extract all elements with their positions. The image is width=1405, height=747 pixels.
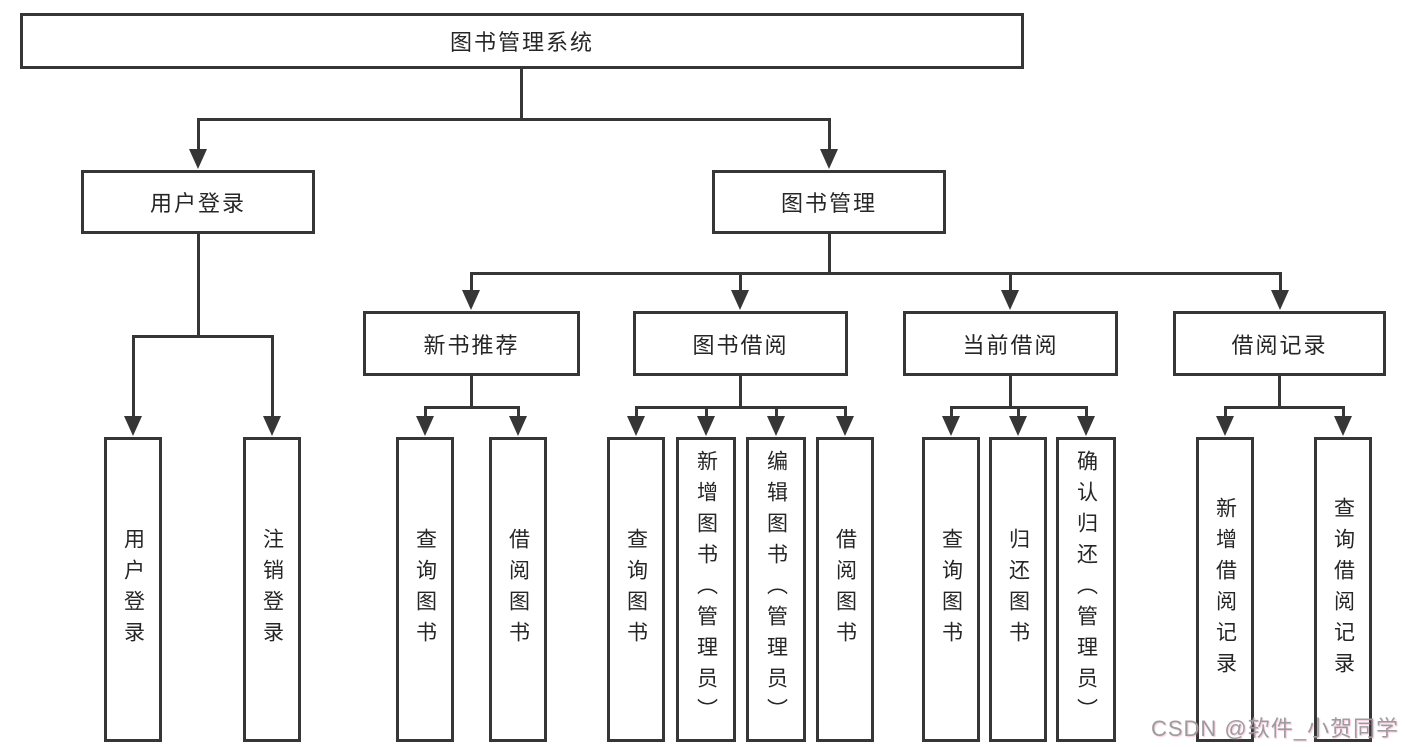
leaf-borrow-books-borrowing: 借阅图书 <box>816 437 874 742</box>
node-label: 查询借阅记录 <box>1331 496 1355 683</box>
node-label: 编辑图书（管理员） <box>764 450 788 729</box>
node-label: 当前借阅 <box>962 332 1059 358</box>
arrow-down-icon <box>836 416 854 436</box>
connector-line <box>271 335 274 420</box>
node-label: 查询图书 <box>939 527 963 652</box>
leaf-query-books-borrowing: 查询图书 <box>607 437 665 742</box>
connector-line <box>828 118 831 160</box>
connector-line <box>828 234 831 275</box>
connector-line <box>844 406 847 420</box>
connector-line <box>1342 406 1345 420</box>
node-label: 借阅记录 <box>1231 332 1328 358</box>
connector-line <box>132 335 273 338</box>
connector-line <box>635 406 846 409</box>
connector-line <box>470 376 473 409</box>
node-label: 新增借阅记录 <box>1213 496 1237 683</box>
connector-line <box>705 406 708 420</box>
csdn-watermark: CSDN @软件_小贺同学 <box>1150 716 1399 741</box>
leaf-user-login: 用户登录 <box>104 437 162 742</box>
connector-line <box>520 69 523 120</box>
node-label: 用户登录 <box>149 191 246 216</box>
arrow-down-icon <box>1077 416 1095 436</box>
connector-line <box>1085 406 1088 420</box>
arrow-down-icon <box>942 416 960 436</box>
arrow-down-icon <box>1216 416 1234 436</box>
arrow-down-icon <box>820 149 838 169</box>
connector-line <box>739 376 742 409</box>
connector-line <box>424 406 427 420</box>
connector-line <box>1279 272 1282 292</box>
node-book-borrowing: 图书借阅 <box>633 311 848 376</box>
node-user-login: 用户登录 <box>81 170 315 234</box>
arrow-down-icon <box>1271 290 1289 310</box>
leaf-borrow-books-recommend: 借阅图书 <box>489 437 547 742</box>
node-label: 借阅图书 <box>833 527 857 652</box>
connector-line <box>1224 406 1344 409</box>
leaf-edit-book-admin: 编辑图书（管理员） <box>746 437 806 742</box>
node-label: 注销登录 <box>260 527 284 652</box>
node-root-library-system: 图书管理系统 <box>20 13 1024 69</box>
node-borrow-records: 借阅记录 <box>1173 311 1386 376</box>
node-new-book-recommendation: 新书推荐 <box>363 311 580 376</box>
leaf-return-book: 归还图书 <box>989 437 1047 742</box>
arrow-down-icon <box>627 416 645 436</box>
leaf-query-books-current: 查询图书 <box>922 437 980 742</box>
node-label: 用户登录 <box>121 527 145 652</box>
leaf-query-borrow-record: 查询借阅记录 <box>1314 437 1372 742</box>
node-label: 借阅图书 <box>506 527 530 652</box>
connector-line <box>950 406 953 420</box>
node-label: 图书管理系统 <box>449 30 594 55</box>
arrow-down-icon <box>189 149 207 169</box>
arrow-down-icon <box>124 416 142 436</box>
node-label: 图书管理 <box>780 191 877 216</box>
node-label: 确认归还（管理员） <box>1074 450 1098 729</box>
arrow-down-icon <box>697 416 715 436</box>
connector-line <box>1224 406 1227 420</box>
node-label: 归还图书 <box>1006 527 1030 652</box>
node-label: 图书借阅 <box>692 332 789 358</box>
node-label: 查询图书 <box>624 527 648 652</box>
leaf-add-book-admin: 新增图书（管理员） <box>676 437 736 742</box>
connector-line <box>635 406 638 420</box>
node-label: 新增图书（管理员） <box>694 450 718 729</box>
connector-line <box>1017 406 1020 420</box>
connector-line <box>1009 376 1012 409</box>
connector-line <box>424 406 519 409</box>
leaf-logout: 注销登录 <box>243 437 301 742</box>
connector-line <box>197 118 831 121</box>
arrow-down-icon <box>416 416 434 436</box>
arrow-down-icon <box>1009 416 1027 436</box>
node-book-management: 图书管理 <box>712 170 946 234</box>
arrow-down-icon <box>1334 416 1352 436</box>
connector-line <box>470 272 473 292</box>
arrow-down-icon <box>1001 290 1019 310</box>
connector-line <box>1009 272 1012 292</box>
connector-line <box>517 406 520 420</box>
leaf-confirm-return-admin: 确认归还（管理员） <box>1056 437 1116 742</box>
connector-line <box>1278 376 1281 409</box>
leaf-query-books-recommend: 查询图书 <box>396 437 454 742</box>
arrow-down-icon <box>767 416 785 436</box>
connector-line <box>739 272 742 292</box>
node-label: 新书推荐 <box>423 332 520 358</box>
arrow-down-icon <box>509 416 527 436</box>
node-label: 查询图书 <box>413 527 437 652</box>
connector-line <box>470 272 1281 275</box>
connector-line <box>132 335 135 420</box>
connector-line <box>197 118 200 160</box>
connector-line <box>197 234 200 338</box>
arrow-down-icon <box>731 290 749 310</box>
leaf-add-borrow-record: 新增借阅记录 <box>1196 437 1254 742</box>
connector-line <box>775 406 778 420</box>
arrow-down-icon <box>462 290 480 310</box>
node-current-borrowing: 当前借阅 <box>903 311 1118 376</box>
arrow-down-icon <box>263 416 281 436</box>
